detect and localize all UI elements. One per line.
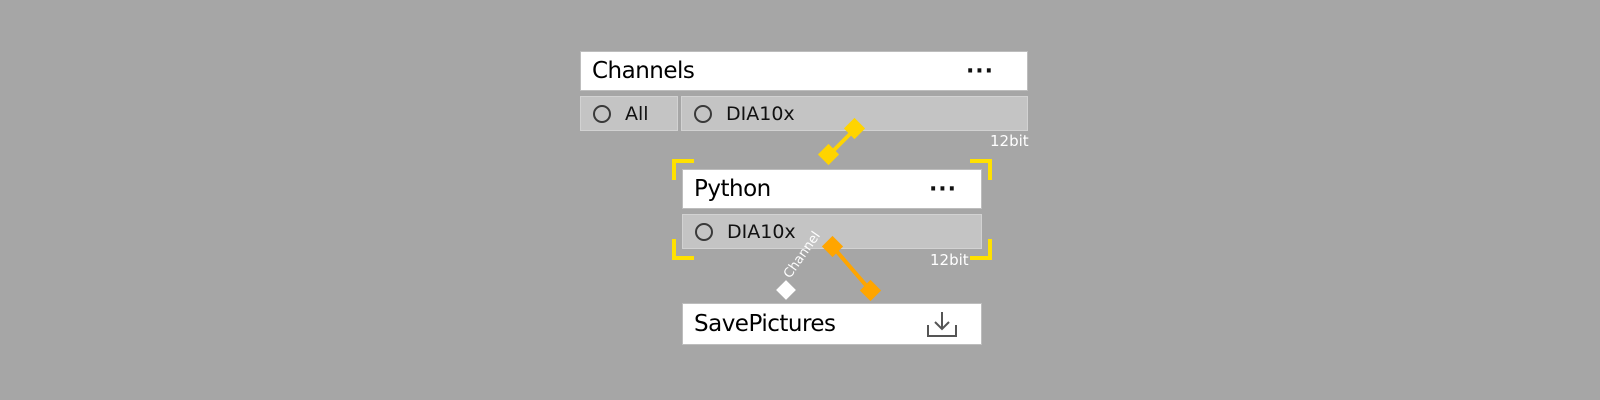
- channel-label: DIA10x: [726, 102, 795, 125]
- download-icon[interactable]: [919, 304, 965, 344]
- output-port[interactable]: [843, 117, 866, 140]
- channel-port[interactable]: Channel: [776, 229, 824, 300]
- python-node-header[interactable]: Python ···: [682, 169, 982, 209]
- node-title: Python: [694, 176, 771, 202]
- channel-label: All: [625, 102, 649, 125]
- channels-node-header[interactable]: Channels ···: [580, 51, 1028, 91]
- input-port[interactable]: [859, 279, 882, 302]
- link-python-to-savepictures[interactable]: [821, 235, 882, 302]
- selection-bracket: [672, 159, 992, 260]
- savepictures-node-header[interactable]: SavePictures: [682, 303, 982, 345]
- more-menu-button[interactable]: ···: [965, 58, 995, 84]
- bit-depth-label: 12bit: [990, 132, 1029, 150]
- channel-port-label: Channel: [781, 229, 824, 281]
- channel-all[interactable]: All: [580, 96, 678, 131]
- link-channels-to-python[interactable]: [817, 117, 866, 166]
- radio-icon[interactable]: [694, 104, 712, 123]
- output-port[interactable]: [821, 235, 844, 258]
- bit-depth-label: 12bit: [930, 251, 969, 269]
- radio-icon[interactable]: [695, 222, 713, 241]
- node-title: Channels: [592, 58, 695, 84]
- more-menu-button[interactable]: ···: [928, 176, 958, 202]
- radio-icon[interactable]: [593, 104, 611, 123]
- input-port[interactable]: [817, 143, 840, 166]
- node-title: SavePictures: [694, 311, 836, 337]
- channel-label: DIA10x: [727, 220, 796, 243]
